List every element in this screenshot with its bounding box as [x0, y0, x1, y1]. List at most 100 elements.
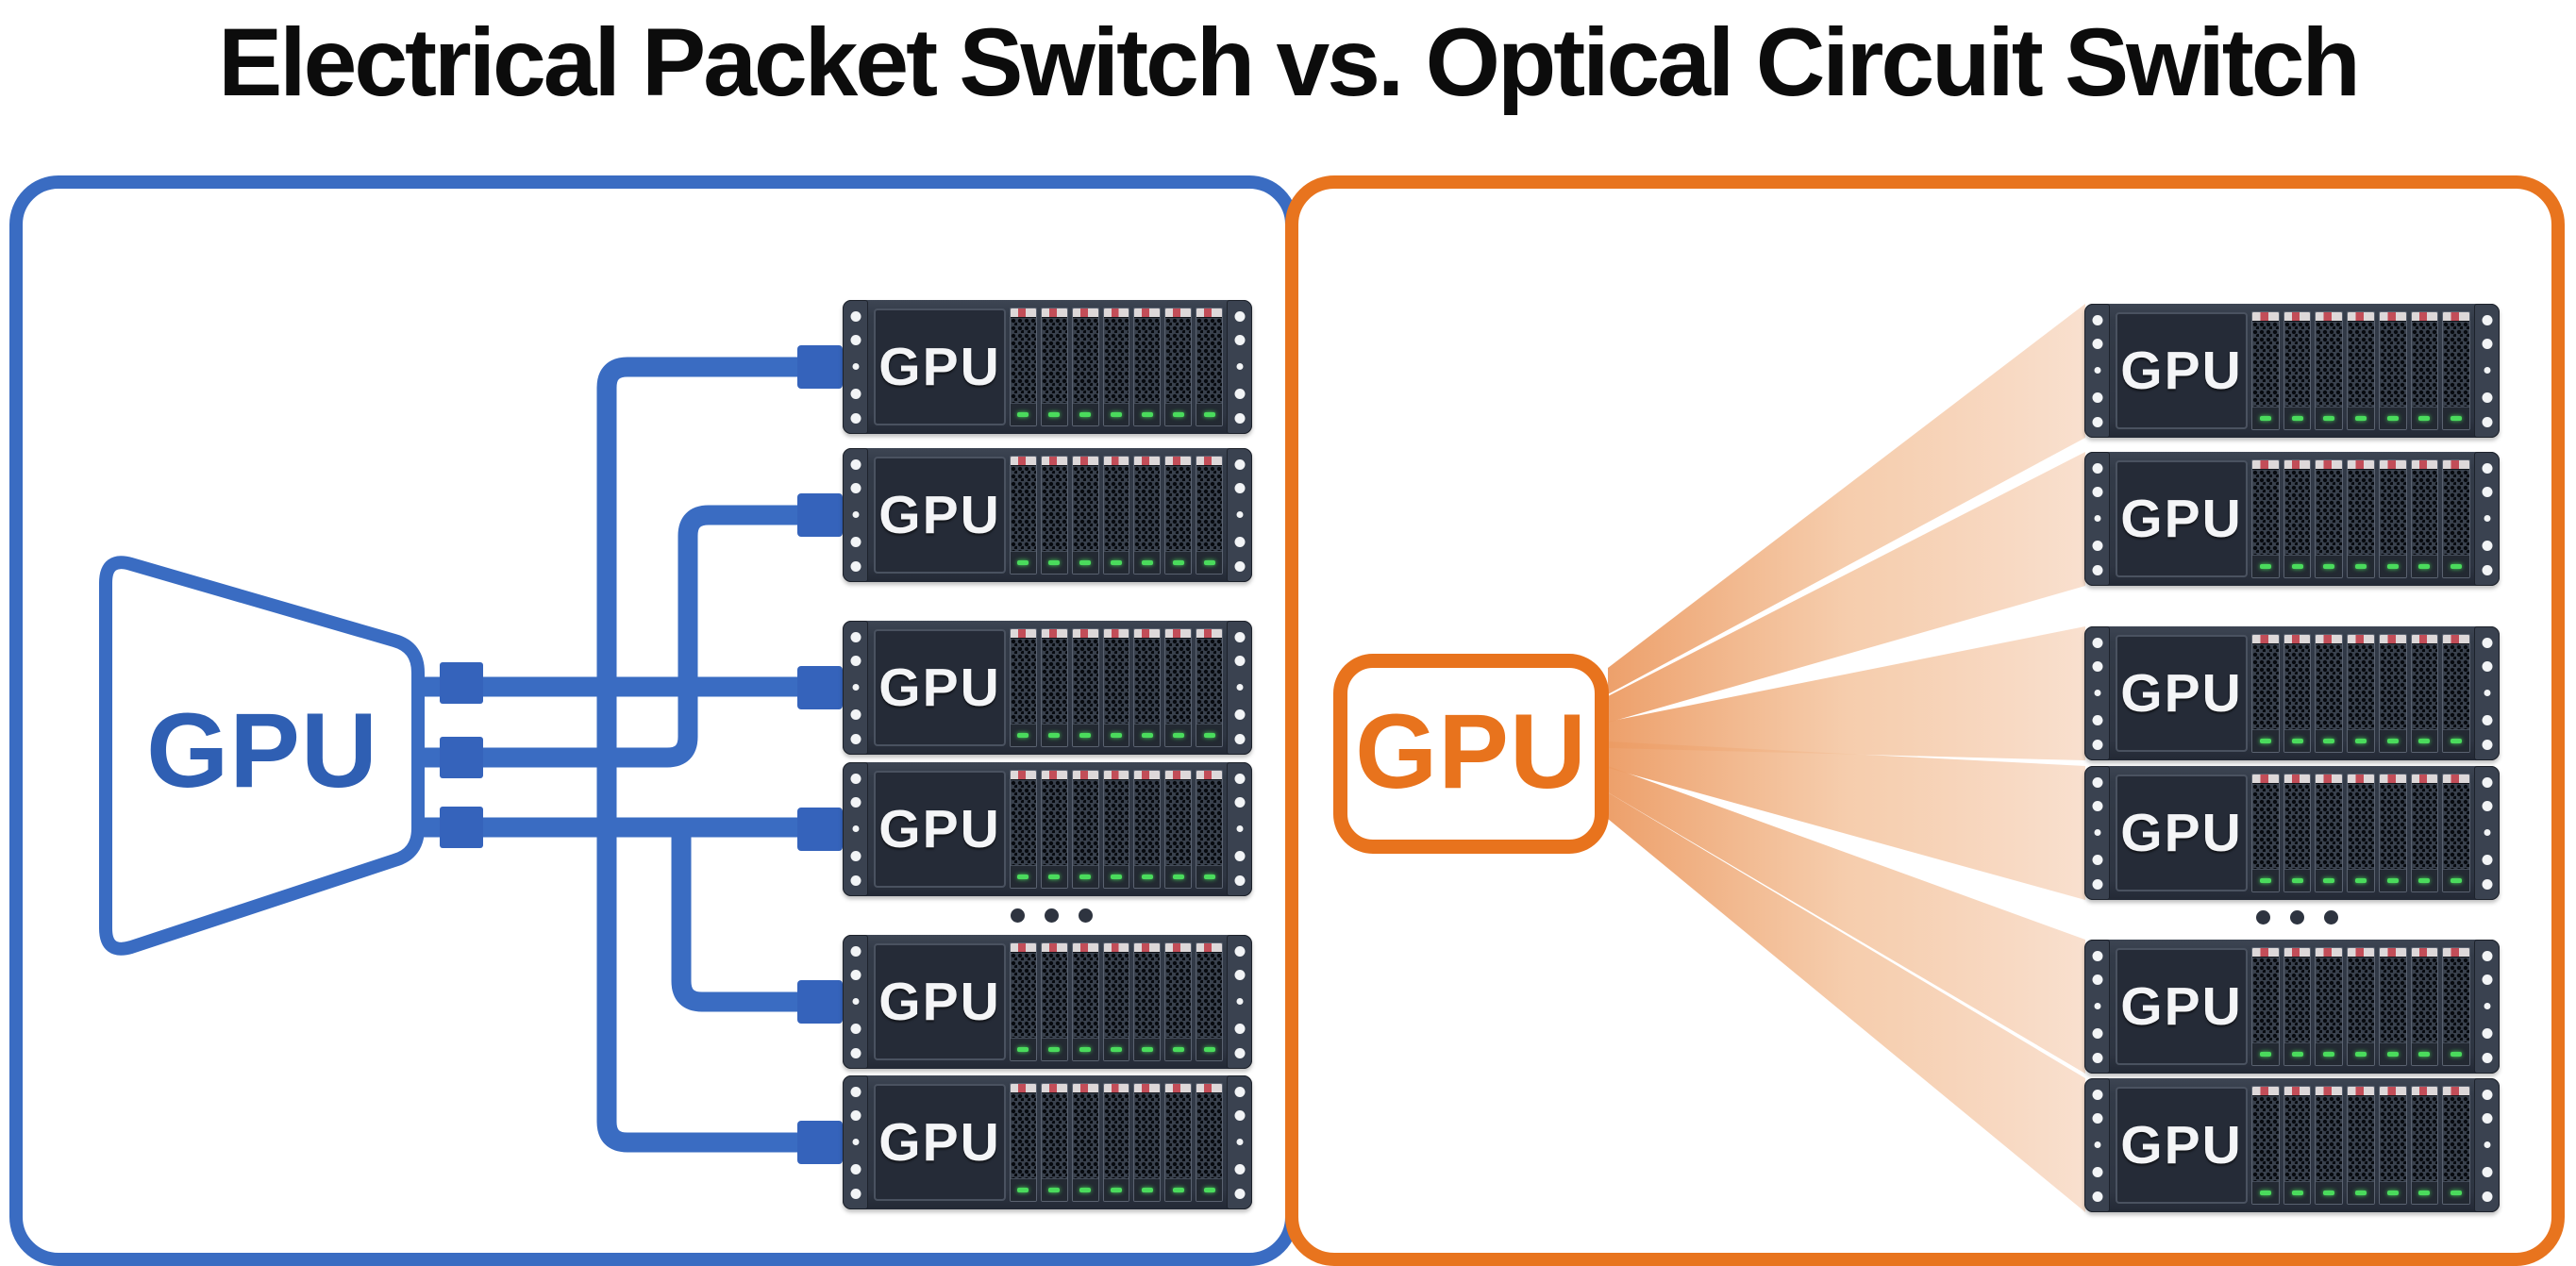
bay-vent-mesh [1103, 318, 1129, 403]
status-led [2291, 1191, 2303, 1195]
screw-hole-icon [1234, 797, 1245, 808]
wire-branch-rack5 [671, 827, 811, 1012]
bay-vent-mesh [2443, 644, 2470, 729]
drive-bay-row [1010, 1083, 1224, 1202]
status-led [2355, 1191, 2367, 1195]
rack-label-panel: GPU [2116, 1087, 2248, 1204]
screw-hole-icon [2484, 1003, 2490, 1009]
bay-label-strip [1134, 457, 1161, 466]
bay-vent-mesh [1165, 953, 1192, 1038]
bay-vent-mesh [1134, 780, 1161, 865]
bay-label-strip [2443, 460, 2470, 470]
bay-label-strip [2252, 948, 2279, 958]
screw-hole-icon [1234, 970, 1245, 980]
bay-vent-mesh [2252, 1096, 2279, 1181]
drive-bay [2378, 311, 2407, 430]
drive-bay [1133, 456, 1162, 575]
bay-label-strip [1134, 629, 1161, 639]
bay-label-strip [1196, 1084, 1223, 1093]
rack-label-panel: GPU [874, 308, 1006, 425]
rack-mount-ear [843, 300, 868, 434]
screw-hole-icon [2092, 661, 2102, 672]
screw-hole-icon [850, 875, 861, 886]
bay-vent-mesh [1134, 1093, 1161, 1178]
status-led [1141, 1188, 1153, 1192]
status-led [1079, 560, 1092, 565]
bay-vent-mesh [2316, 958, 2343, 1042]
bay-vent-mesh [1134, 466, 1161, 551]
bay-label-strip [2411, 948, 2438, 958]
drive-bay [2251, 774, 2280, 892]
rack-gpu-label: GPU [878, 484, 1001, 545]
bay-vent-mesh [2348, 958, 2374, 1042]
status-led [2291, 564, 2303, 569]
status-led [1017, 875, 1029, 879]
bay-vent-mesh [2443, 784, 2470, 869]
bay-label-strip [1041, 629, 1067, 639]
bay-vent-mesh [2379, 470, 2406, 555]
drive-bay [1071, 628, 1099, 747]
gpu-server-rack: GPU [2084, 452, 2500, 586]
screw-hole-icon [2482, 487, 2492, 497]
screw-hole-icon [1236, 684, 1243, 691]
screw-hole-icon [1234, 1048, 1245, 1058]
rack-mount-ear [2084, 940, 2110, 1074]
bay-vent-mesh [2283, 470, 2311, 555]
drive-bay-row [1010, 942, 1224, 1061]
rack4-connector [797, 808, 843, 851]
bay-label-strip [1103, 457, 1129, 466]
bay-vent-mesh [2379, 958, 2406, 1042]
status-led [1203, 733, 1215, 738]
optical-switch-gpu-label: GPU [1355, 692, 1587, 810]
status-led [2355, 416, 2367, 421]
bay-vent-mesh [2348, 644, 2374, 729]
status-led [2418, 878, 2431, 883]
screw-hole-icon [2092, 417, 2102, 427]
bay-label-strip [2283, 1087, 2311, 1096]
rack1-connector [797, 345, 843, 389]
status-led [1079, 1188, 1092, 1192]
status-led [1017, 1188, 1029, 1192]
screw-hole-icon [850, 483, 861, 493]
status-led [2259, 564, 2271, 569]
bay-vent-mesh [1196, 1093, 1223, 1178]
screw-hole-icon [850, 709, 861, 720]
screw-hole-icon [2092, 801, 2102, 811]
status-led [2259, 878, 2271, 883]
bay-label-strip [1103, 308, 1129, 318]
rack-mount-ear [1227, 762, 1252, 896]
status-led [1172, 560, 1184, 565]
screw-hole-icon [2482, 565, 2492, 575]
bay-label-strip [1196, 943, 1223, 953]
bay-vent-mesh [2283, 322, 2311, 407]
drive-bay [2283, 634, 2312, 753]
bay-vent-mesh [2283, 644, 2311, 729]
status-led [1203, 1047, 1215, 1052]
rack-mount-ear [843, 935, 868, 1069]
bay-vent-mesh [2379, 322, 2406, 407]
screw-hole-icon [2092, 974, 2102, 985]
drive-bay [1133, 1083, 1162, 1202]
drive-bay [2378, 1086, 2407, 1205]
status-led [2418, 739, 2431, 743]
screw-hole-icon [2092, 1090, 2102, 1100]
screw-hole-icon [850, 656, 861, 666]
bay-vent-mesh [2379, 644, 2406, 729]
bay-vent-mesh [1103, 466, 1129, 551]
status-led [2451, 878, 2463, 883]
bay-vent-mesh [1196, 318, 1223, 403]
screw-hole-icon [2482, 855, 2492, 865]
screw-hole-icon [2092, 541, 2102, 551]
rack-gpu-label: GPU [2120, 488, 2243, 549]
rack-label-panel: GPU [874, 771, 1006, 888]
drive-bay [2410, 947, 2439, 1066]
bay-label-strip [2316, 948, 2343, 958]
status-led [1172, 1188, 1184, 1192]
rack-mount-ear [2084, 1078, 2110, 1212]
status-led [2323, 878, 2335, 883]
bay-vent-mesh [1134, 639, 1161, 724]
gpu-server-rack: GPU [2084, 626, 2500, 760]
screw-hole-icon [850, 1189, 861, 1199]
screw-hole-icon [2484, 1141, 2490, 1148]
